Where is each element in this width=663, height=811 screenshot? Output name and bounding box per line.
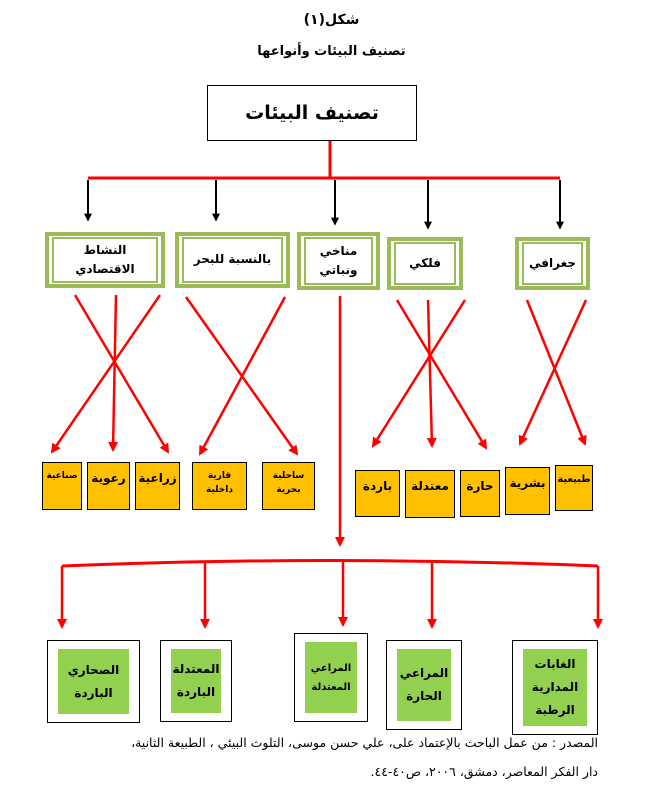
- category-climatic: مناخي ونباتي: [297, 232, 380, 290]
- leaf-human: بشرية: [505, 467, 550, 515]
- category-label: مناخي ونباتي: [304, 237, 373, 285]
- category-astronomic: فلكي: [387, 237, 463, 290]
- climate-label: المراعي المعتدلة: [305, 642, 357, 713]
- leaf-coastal: ساحلية بحرية: [262, 462, 315, 510]
- leaf-agricultural: زراعية: [135, 462, 180, 510]
- climate-label: المراعي الحارة: [397, 649, 451, 721]
- leaf-pastoral: رعوية: [87, 462, 130, 510]
- category-sea: بالنسبة للبحر: [175, 232, 290, 288]
- category-economic: النشاط الاقتصادي: [45, 232, 165, 288]
- climate-cold-temperate: المعتدلة الباردة: [160, 640, 232, 722]
- category-label: جغرافي: [522, 242, 583, 285]
- root-node: تصنيف البيئات: [207, 85, 417, 141]
- leaf-continental: قارية داخلية: [192, 462, 247, 510]
- leaf-natural: طبيعية: [555, 465, 593, 511]
- category-label: النشاط الاقتصادي: [52, 237, 158, 283]
- leaf-cold: باردة: [355, 470, 400, 517]
- source-line-2: دار الفكر المعاصر، دمشق، ٢٠٠٦، ص٤٠-٤٤.: [370, 764, 599, 779]
- category-geographic: جغرافي: [515, 237, 590, 290]
- leaf-temperate: معتدلة: [405, 470, 455, 518]
- climate-cold-desert: الصحاري الباردة: [47, 640, 140, 723]
- climate-tropical-forest: الغابات المدارية الرطبة: [512, 640, 598, 735]
- source-line-1: المصدر : من عمل الباحث بالإعتماد على، عل…: [131, 735, 598, 750]
- leaf-industrial: صناعية: [42, 462, 82, 510]
- climate-label: الغابات المدارية الرطبة: [523, 649, 587, 726]
- climate-temperate-grassland: المراعي المعتدلة: [294, 633, 368, 722]
- climate-label: الصحاري الباردة: [58, 649, 129, 714]
- figure-label: شكل(١): [303, 12, 360, 28]
- figure-title: تصنيف البيئات وأنواعها: [257, 44, 406, 59]
- climate-hot-grassland: المراعي الحارة: [386, 640, 462, 730]
- category-label: بالنسبة للبحر: [182, 237, 283, 283]
- climate-label: المعتدلة الباردة: [171, 649, 221, 713]
- category-label: فلكي: [394, 242, 456, 285]
- leaf-hot: حارة: [460, 470, 500, 517]
